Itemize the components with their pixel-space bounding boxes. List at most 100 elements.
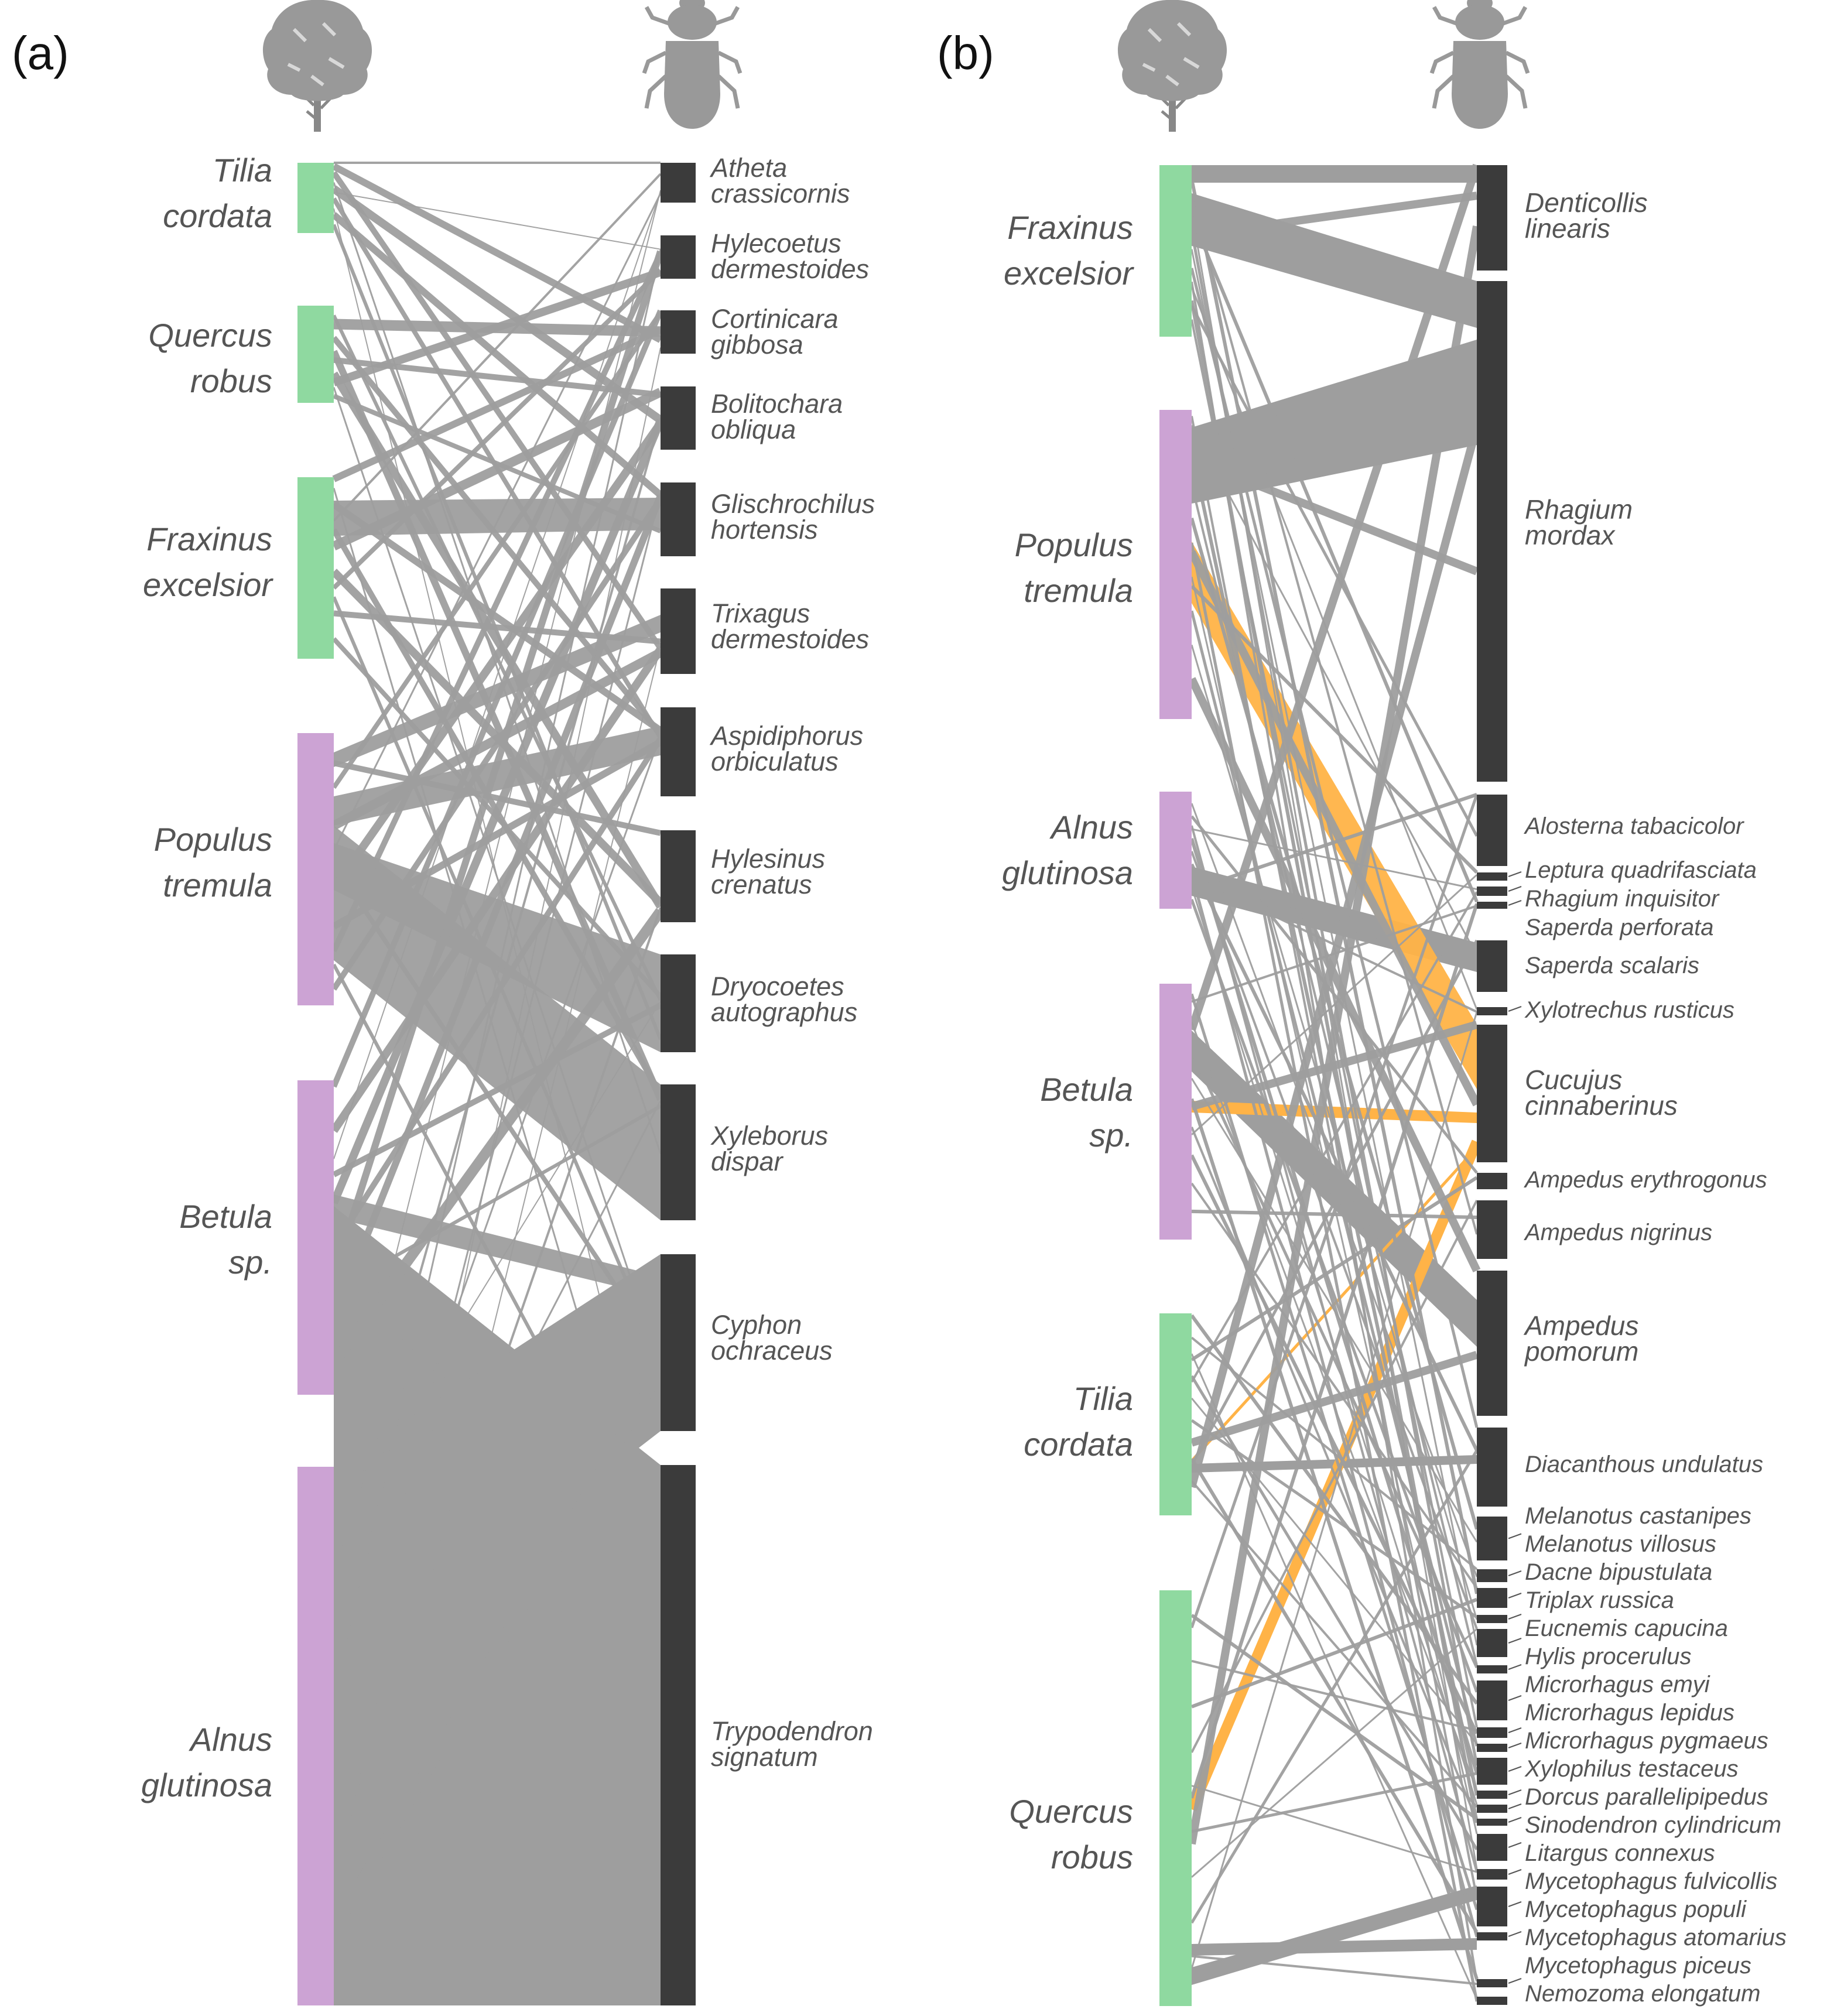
tree-bar-fraxinus-excelsior [1159, 165, 1192, 337]
link-line [1191, 191, 1477, 240]
label-leader-line [1508, 1931, 1522, 1937]
panel-a-beetle-bars [661, 163, 696, 2005]
beetle-bar [1477, 1758, 1507, 1785]
link-ribbon [334, 726, 661, 826]
link-ribbon [1192, 542, 1477, 1089]
label-leader-line [1508, 1638, 1522, 1644]
link-line [1190, 891, 1478, 1383]
link-ribbon [334, 1683, 661, 2005]
link-line [331, 252, 663, 953]
label-leader-line [1508, 900, 1522, 906]
beetle-bar [661, 386, 696, 450]
beetle-label: Dacne bipustulata [1525, 1559, 1712, 1585]
beetle-label: Eucnemis capucina [1525, 1615, 1728, 1641]
panel-b-beetle-labels: Denticollis linearis Rhagium mordax Alos… [1523, 187, 1787, 2007]
link-line [332, 163, 662, 343]
link-line [333, 907, 662, 1856]
link-line [333, 734, 662, 1656]
beetle-label: ochraceus [711, 1336, 833, 1365]
link-line [1190, 1614, 1478, 1820]
tree-label: Fraxinus [146, 521, 272, 557]
link-ribbon [1192, 1885, 1477, 1985]
beetle-bar [661, 235, 696, 279]
link-line [1191, 1772, 1477, 1833]
link-ribbon [334, 1254, 661, 1683]
link-line [332, 269, 662, 590]
tree-label: cordata [1024, 1426, 1133, 1463]
tree-icon [263, 0, 372, 132]
link-ribbon [334, 1194, 661, 1297]
panel-b-tree-labels: Fraxinus excelsior Populus tremula Alnus… [1002, 209, 1135, 1875]
beetle-bar [1477, 872, 1507, 881]
link-line [1190, 305, 1479, 837]
tree-label: Fraxinus [1007, 209, 1133, 246]
link-line [333, 190, 661, 1505]
link-line [1191, 1785, 1477, 1873]
beetle-bar [1477, 1869, 1507, 1880]
link-line [333, 645, 661, 1979]
beetle-bar [1477, 1615, 1507, 1623]
beetle-bar [661, 1254, 696, 1431]
link-ribbon [1192, 1938, 1477, 1956]
link-line [333, 249, 662, 1704]
link-line [332, 739, 662, 930]
beetle-bar [661, 163, 696, 203]
beetle-label: pomorum [1524, 1336, 1638, 1367]
link-line [329, 1366, 666, 1933]
tree-label: glutinosa [1002, 854, 1133, 891]
tree-bar-betula-sp [297, 1080, 334, 1395]
link-line [1190, 1449, 1479, 1924]
tree-label: Populus [1015, 526, 1133, 563]
link-line [333, 492, 662, 1779]
beetle-label: Bolitochara [711, 389, 843, 419]
label-leader-line [1508, 1869, 1522, 1875]
beetle-label: Trypodendron [711, 1716, 873, 1746]
beetle-bar [1477, 165, 1507, 271]
beetle-bar [1477, 1517, 1507, 1560]
tree-label: Quercus [148, 317, 272, 354]
link-line [1191, 1659, 1477, 1732]
label-leader-line [1508, 1743, 1522, 1748]
beetle-label: obliqua [711, 415, 796, 444]
beetle-icon [644, 0, 740, 129]
beetle-label: Hylecoetus [711, 228, 841, 258]
beetle-bar [1477, 1200, 1507, 1259]
beetle-label: linearis [1525, 213, 1610, 244]
panel-a-label: (a) [12, 27, 69, 79]
beetle-bar [1477, 1428, 1507, 1507]
beetle-bar [661, 954, 696, 1052]
beetle-label: dispar [711, 1146, 784, 1176]
tree-bar-alnus-glutinosa [1159, 792, 1192, 909]
link-line [331, 862, 663, 1355]
beetle-bar [1477, 1805, 1507, 1813]
label-leader-line [1508, 1593, 1522, 1599]
tree-bar-fraxinus-excelsior [297, 477, 334, 659]
panel-b-beetle-bars [1477, 165, 1507, 2005]
link-line [1190, 584, 1479, 874]
link-line [1190, 455, 1479, 576]
label-leader-line [1508, 1570, 1522, 1576]
panel-a-tree-bars [297, 163, 334, 2005]
beetle-label: autographus [711, 997, 857, 1027]
beetle-bar [1477, 1744, 1507, 1752]
beetle-label: Ampedus nigrinus [1524, 1220, 1712, 1245]
link-line [330, 494, 664, 1321]
link-line [331, 311, 663, 789]
link-line [333, 347, 661, 1904]
beetle-bar [661, 830, 696, 922]
beetle-bar [1477, 1791, 1507, 1799]
tree-label: excelsior [143, 566, 273, 603]
panel-a-tree-labels: Tilia cordata Quercus robus Fraxinus exc… [141, 152, 274, 1803]
tree-label: Betula [179, 1198, 272, 1235]
link-line [333, 393, 662, 533]
label-leader-line [1508, 1901, 1522, 1907]
beetle-label: Nemozoma elongatum [1525, 1981, 1760, 2007]
link-line [1190, 644, 1478, 1620]
label-leader-line [1508, 1664, 1522, 1670]
beetle-label: Cortinicara [711, 304, 839, 334]
link-line [331, 648, 663, 830]
beetle-bar [1477, 902, 1507, 909]
label-leader-line [1508, 1978, 1522, 1984]
link-ribbon [1192, 165, 1477, 183]
